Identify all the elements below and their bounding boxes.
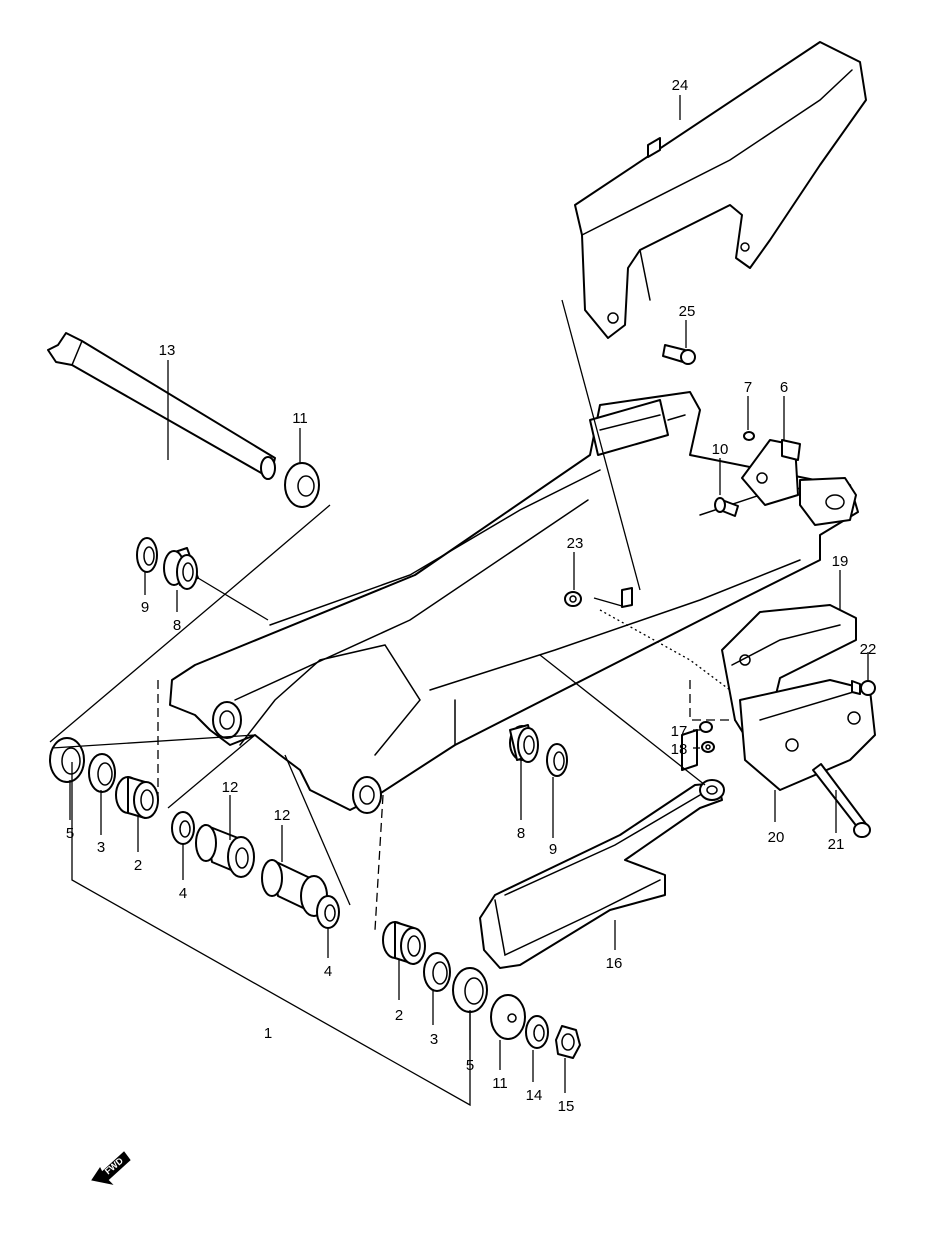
washer-3-right-part (423, 952, 451, 992)
callout-8-right: 8 (517, 825, 525, 842)
callout-6: 6 (780, 379, 788, 396)
callout-3-right: 3 (430, 1031, 438, 1048)
bracket-6-part (741, 439, 801, 506)
chain-slider-part (479, 729, 725, 969)
swingarm-body-part (169, 391, 859, 814)
callout-11-top: 11 (292, 410, 308, 427)
forward-arrow-icon: FWD (91, 1151, 131, 1185)
callout-20: 20 (768, 829, 785, 846)
callout-22: 22 (860, 641, 877, 658)
bearing-2-right-part (382, 921, 426, 965)
screw-17-part (699, 721, 713, 733)
callout-2-left: 2 (134, 857, 142, 874)
bearing-8-right-part (509, 724, 539, 763)
callout-labels: 1 2 2 3 3 4 4 5 5 6 7 8 8 9 9 10 11 11 1… (66, 77, 877, 1115)
pivot-axle-part (47, 332, 276, 480)
callout-8-left: 8 (173, 617, 181, 634)
callout-23: 23 (567, 535, 584, 552)
callout-25: 25 (679, 303, 696, 320)
collar-4-right-part (316, 895, 340, 929)
washer-14-part (525, 1015, 549, 1049)
washer-3-left-part (88, 753, 116, 793)
seal-9-left-part (136, 537, 158, 573)
callout-9-left: 9 (141, 599, 149, 616)
washer-18-part (701, 741, 715, 753)
callout-leaders (69, 95, 869, 1093)
bolt-25-part (662, 344, 696, 365)
bearing-2-left-part (115, 776, 159, 819)
callout-10: 10 (712, 441, 729, 458)
callout-1: 1 (264, 1025, 272, 1042)
callout-18: 18 (671, 741, 688, 758)
callout-9-right: 9 (549, 841, 557, 858)
callout-11-bottom: 11 (492, 1075, 508, 1092)
washer-11-top-part (284, 462, 320, 508)
seal-5-right-part (452, 967, 488, 1013)
washer-11-right-part (490, 994, 526, 1040)
callout-4-left: 4 (179, 885, 187, 902)
callout-2-right: 2 (395, 1007, 403, 1024)
callout-12-right: 12 (274, 807, 291, 824)
callout-4-right: 4 (324, 963, 332, 980)
callout-17: 17 (671, 723, 688, 740)
collar-4-left-part (171, 811, 195, 845)
callout-24: 24 (672, 77, 689, 94)
callout-5-left: 5 (66, 825, 74, 842)
chain-guide-part (721, 604, 876, 791)
nut-23-part (564, 591, 582, 607)
callout-15: 15 (558, 1098, 575, 1115)
chain-guard-part (574, 41, 867, 339)
bolt-21-part (812, 763, 871, 838)
bolt-10-part (714, 497, 739, 517)
bolt-22-part (851, 680, 876, 696)
callout-12-left: 12 (222, 779, 239, 796)
callout-13: 13 (159, 342, 176, 359)
assembly-lines (49, 299, 735, 1107)
callout-3-left: 3 (97, 839, 105, 856)
callout-14: 14 (526, 1087, 543, 1104)
spacer-12-left-part (195, 824, 255, 878)
fastener-7-part (743, 431, 755, 441)
callout-5-right: 5 (466, 1057, 474, 1074)
callout-19: 19 (832, 553, 849, 570)
bearing-8-left-part (163, 547, 199, 590)
callout-7: 7 (744, 379, 752, 396)
callout-21: 21 (828, 836, 845, 853)
nut-15-part (555, 1025, 581, 1059)
seal-5-left-part (49, 737, 85, 783)
callout-16: 16 (606, 955, 623, 972)
seal-9-right-part (546, 743, 568, 777)
